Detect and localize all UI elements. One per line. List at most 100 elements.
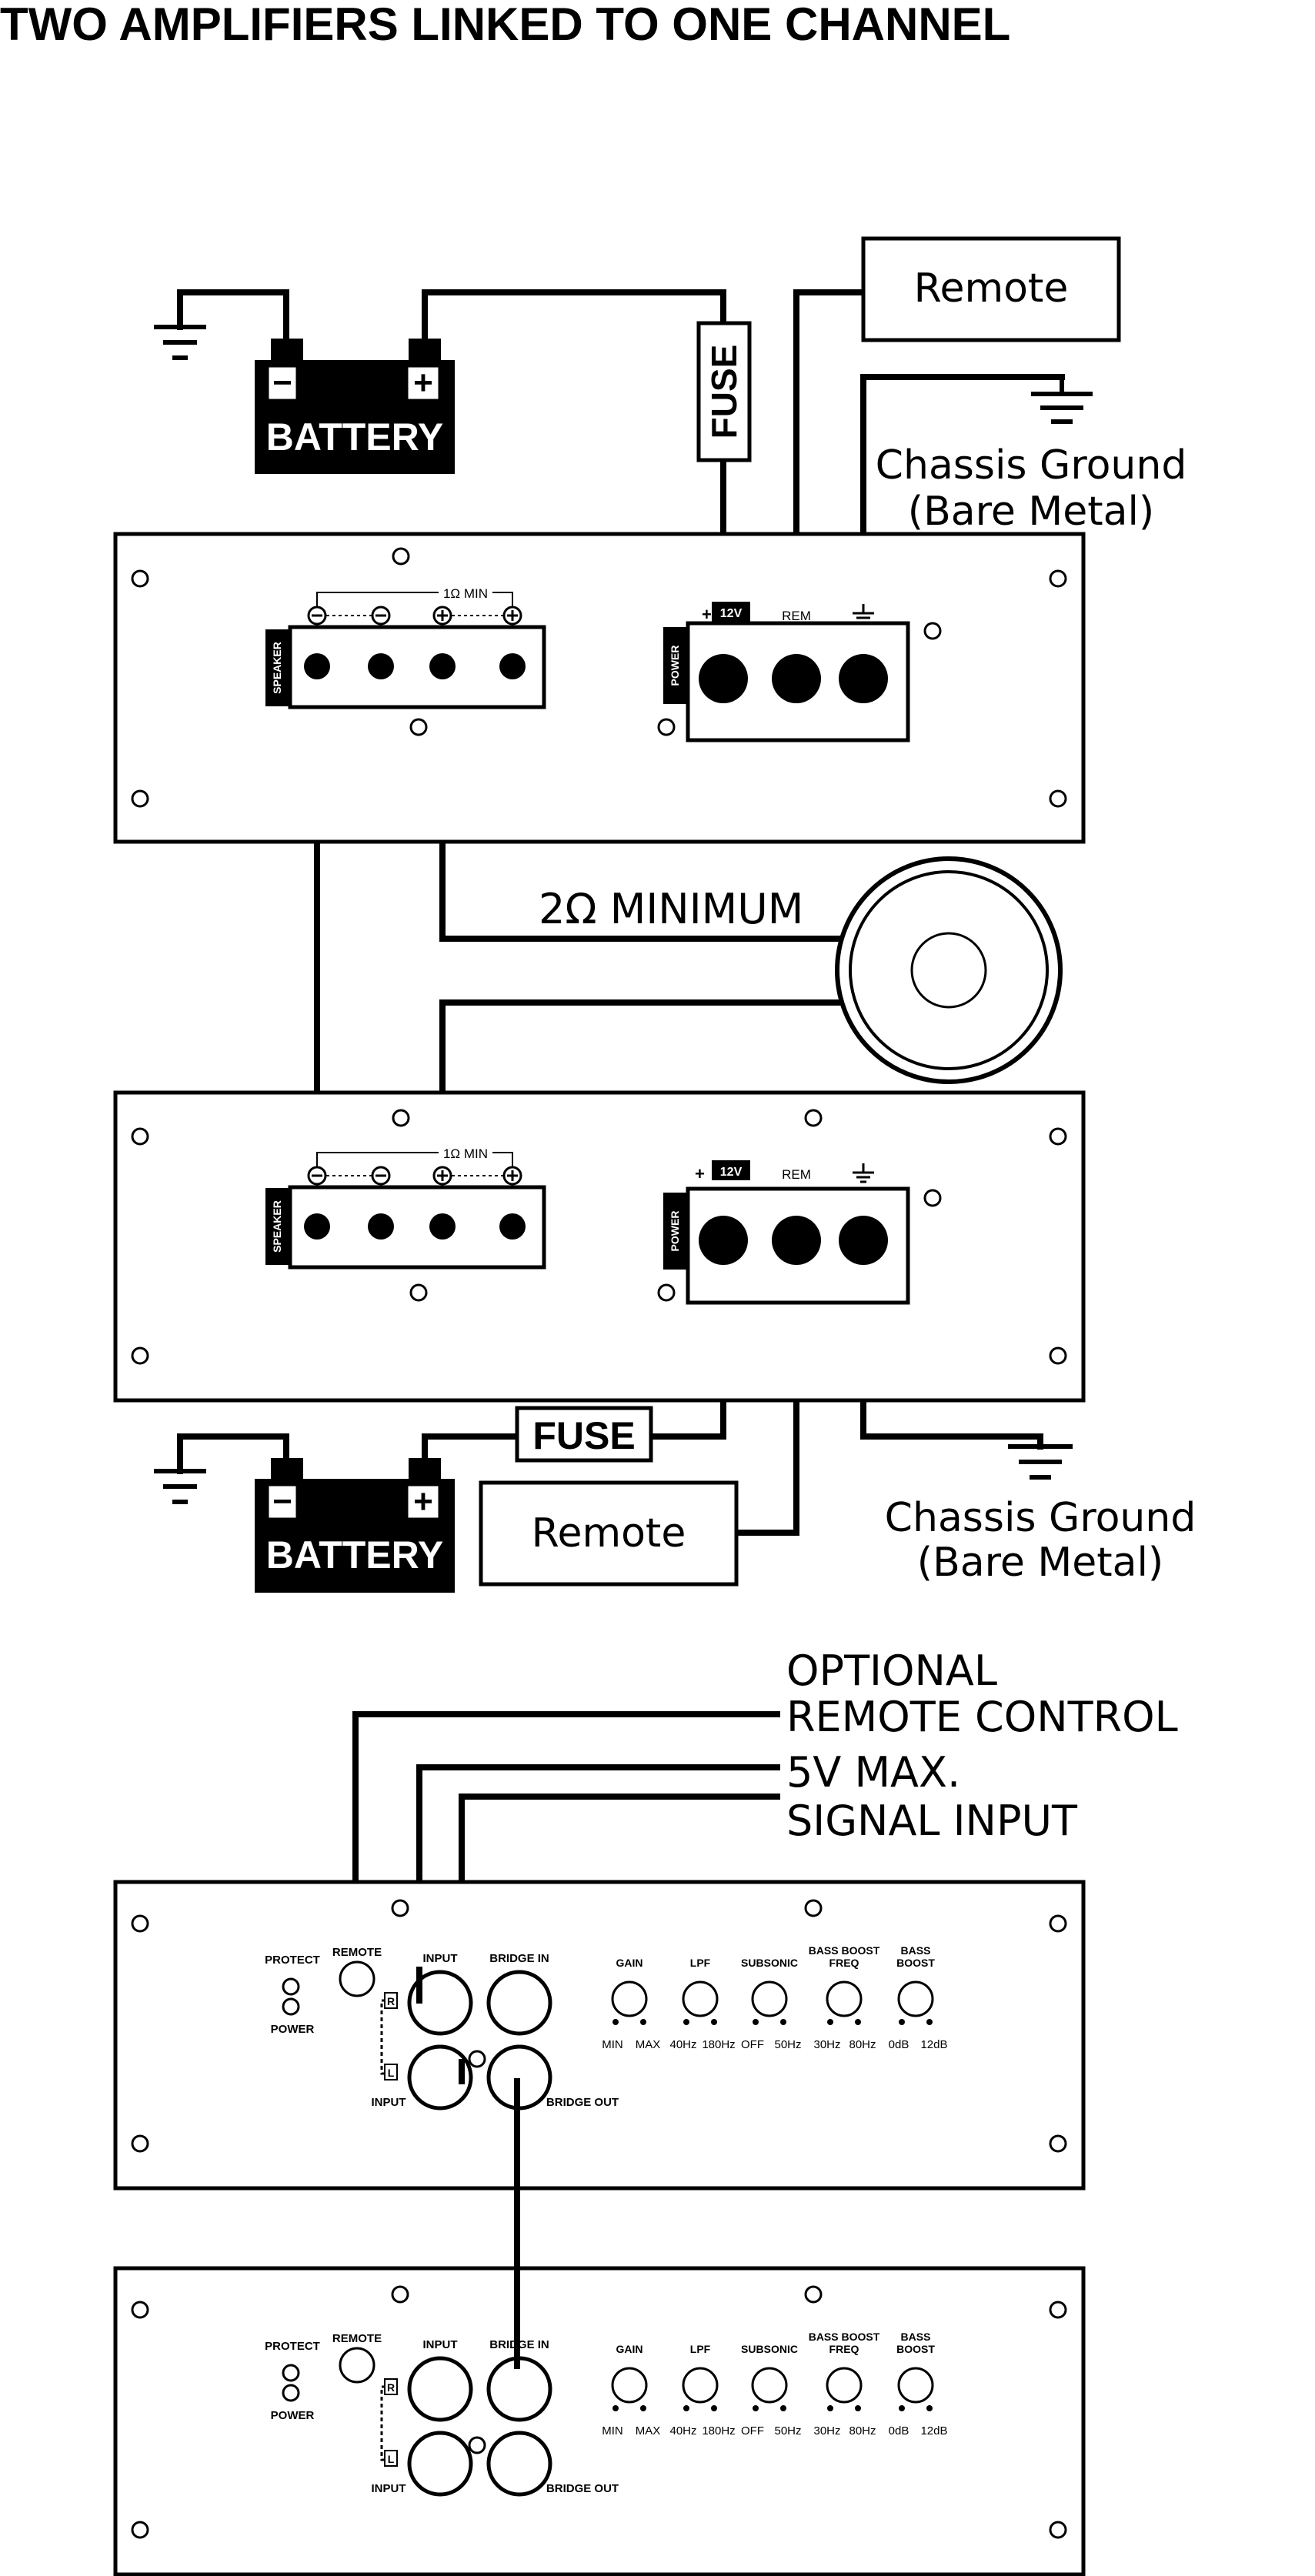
input-l-label-1: INPUT [372,2096,406,2109]
signal-input-label-2: SIGNAL INPUT [786,1797,1078,1845]
ground-symbol-1 [154,325,206,360]
knob-max-dot-3-2 [855,2405,861,2411]
l-tag-2 [384,2450,398,2467]
knob-min-0-1: MIN [602,2038,623,2051]
r-label-1: R [387,1995,395,2007]
input-r-label-1: INPUT [423,1952,458,1965]
l-tag-1 [384,2064,398,2080]
battery-minus-label-2: − [272,1483,292,1520]
bridge-out-jack-2[interactable] [486,2431,552,2497]
center-screw-1 [468,2050,486,2068]
knob-max-dot-4-2 [926,2405,933,2411]
protect-label-2: PROTECT [265,2340,320,2353]
knob-label2-4-1: BOOST [896,1957,935,1969]
knob-max-3-2: 80Hz [849,2424,876,2438]
knob-label-4-1: BASS [901,1944,931,1957]
power-plus-label-2: + [695,1164,705,1183]
protect-label-1: PROTECT [265,1954,320,1967]
remote-jack-label-2: REMOTE [332,2332,382,2345]
speaker-tab-label-2: SPEAKER [271,1200,283,1253]
input-l-label-2: INPUT [372,2482,406,2495]
knob-max-1-2: 180Hz [702,2424,735,2438]
battery-1: − + BATTERY [255,339,455,474]
knob-label2-3-1: FREQ [829,1957,859,1969]
chassis-ground-label-2: Chassis Ground [885,1495,1197,1541]
remote-box-2: Remote [479,1480,739,1587]
knob-3-2[interactable] [826,2367,863,2404]
battery-plus-label-2: + [413,1483,433,1520]
knob-1-1[interactable] [682,1980,719,2017]
input-l-jack-2[interactable] [407,2431,473,2497]
battery-label: BATTERY [266,415,444,459]
r-tag-1 [384,1992,398,2009]
knob-min-dot-2-1 [753,2019,759,2025]
optional-remote-label-2: REMOTE CONTROL [786,1693,1178,1741]
knob-0-1[interactable] [611,1980,648,2017]
knob-label-0-1: GAIN [616,1957,643,1969]
knob-2-2[interactable] [751,2367,788,2404]
l-label-2: L [388,2453,395,2465]
knob-min-2-2: OFF [741,2424,764,2438]
ground-symbol-4 [1008,1444,1073,1480]
fuse-2: FUSE [515,1406,653,1463]
input-r-jack-1[interactable] [407,1970,473,2036]
battery-plus-label: + [413,364,433,402]
speaker-min-label: 1Ω MIN [443,586,488,601]
remote-label: Remote [914,265,1069,312]
knob-1-2[interactable] [682,2367,719,2404]
diagram-title: TWO AMPLIFIERS LINKED TO ONE CHANNEL [0,0,1010,50]
knob-min-0-2: MIN [602,2424,623,2438]
knob-max-dot-2-2 [780,2405,786,2411]
knob-3-1[interactable] [826,1980,863,2017]
knob-4-2[interactable] [897,2367,934,2404]
knob-min-dot-0-1 [612,2019,619,2025]
fuse-label-2: FUSE [532,1414,635,1457]
knob-min-dot-1-2 [683,2405,689,2411]
signal-wire-tips [416,1967,520,2369]
knob-max-0-2: MAX [636,2424,661,2438]
battery-minus-label: − [272,364,292,402]
knob-min-dot-4-1 [899,2019,905,2025]
protect-led-2 [282,2364,300,2382]
knob-max-4-1: 12dB [920,2038,947,2051]
input-l-jack-1[interactable] [407,2044,473,2111]
knob-min-dot-1-1 [683,2019,689,2025]
knob-max-dot-4-1 [926,2019,933,2025]
power-rem-label-2: REM [782,1167,811,1182]
remote-jack-1[interactable] [339,1960,375,1997]
bridge-out-label-1: BRIDGE OUT [546,2096,619,2109]
input-r-jack-2[interactable] [407,2356,473,2422]
knob-label-1-1: LPF [690,1957,711,1969]
knob-min-dot-3-1 [827,2019,833,2025]
knob-4-1[interactable] [897,1980,934,2017]
center-screw-2 [468,2436,486,2454]
remote-jack-label-1: REMOTE [332,1946,382,1959]
r-tag-2 [384,2378,398,2395]
power-label-1: POWER [271,2023,315,2036]
bridge-in-jack-1[interactable] [486,1970,552,2036]
l-label-1: L [388,2067,395,2079]
speaker-load-label: 2Ω MINIMUM [539,885,803,933]
knob-max-dot-3-1 [855,2019,861,2025]
knob-0-2[interactable] [611,2367,648,2404]
knob-min-1-1: 40Hz [669,2038,696,2051]
knob-max-3-1: 80Hz [849,2038,876,2051]
speaker-tab-label: SPEAKER [271,642,283,694]
knob-label-2-2: SUBSONIC [741,2343,798,2355]
knob-label-0-2: GAIN [616,2343,643,2355]
r-label-2: R [387,2381,395,2394]
knob-min-dot-3-2 [827,2405,833,2411]
fuse-label: FUSE [704,345,744,439]
bridge-in-label-1: BRIDGE IN [489,1952,549,1965]
knob-label2-3-2: FREQ [829,2343,859,2355]
knob-min-1-2: 40Hz [669,2424,696,2438]
power-led-2 [282,2384,300,2402]
remote-label-2: Remote [532,1510,686,1557]
power-label-2: POWER [271,2409,315,2422]
knob-2-1[interactable] [751,1980,788,2017]
remote-box-1: Remote [861,236,1121,342]
knob-max-0-1: MAX [636,2038,661,2051]
knob-min-4-1: 0dB [889,2038,909,2051]
remote-jack-2[interactable] [339,2347,375,2384]
